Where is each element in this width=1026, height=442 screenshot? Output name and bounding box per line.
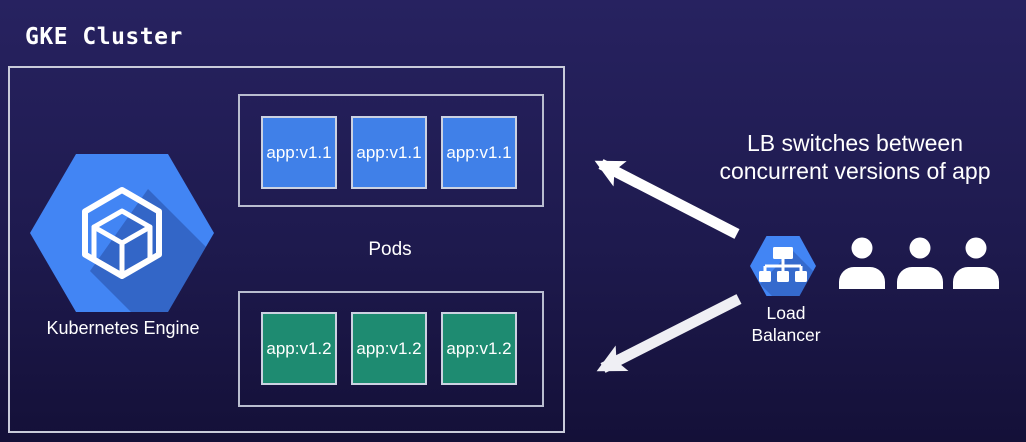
pods-group-v11 [238,94,544,207]
arrow-to-v12 [596,294,742,373]
kubernetes-engine-label: Kubernetes Engine [46,318,200,338]
user-icon [839,237,885,289]
pods-group-v12 [238,291,544,407]
user-icon [897,237,943,289]
load-balancer-label-line-1: Load [766,303,806,323]
load-balancer-icon [750,236,816,296]
pod-label: app:v1.1 [266,142,332,162]
diagram-title: GKE Cluster [25,24,183,50]
pod-app-v11: app:v1.1 [351,116,427,189]
pod-app-v11: app:v1.1 [261,116,337,189]
load-balancer-label: Load Balancer [721,303,851,347]
pod-label: app:v1.1 [356,142,422,162]
pod-app-v12: app:v1.2 [261,312,337,385]
annotation-text: LB switches between concurrent versions … [680,130,1026,185]
gke-cluster-box [8,66,565,433]
pod-app-v12: app:v1.2 [441,312,517,385]
pod-app-v12: app:v1.2 [351,312,427,385]
annotation-line-1: LB switches between [746,130,964,156]
pod-label: app:v1.2 [266,338,332,358]
user-icon [953,237,999,289]
pods-label: Pods [368,239,412,260]
pod-label: app:v1.1 [446,142,512,162]
pod-label: app:v1.2 [356,338,422,358]
annotation-line-2: concurrent versions of app [719,157,991,184]
kubernetes-engine-icon [30,154,214,312]
load-balancer-label-line-2: Balancer [751,324,821,345]
pod-app-v11: app:v1.1 [441,116,517,189]
pod-label: app:v1.2 [446,338,512,358]
